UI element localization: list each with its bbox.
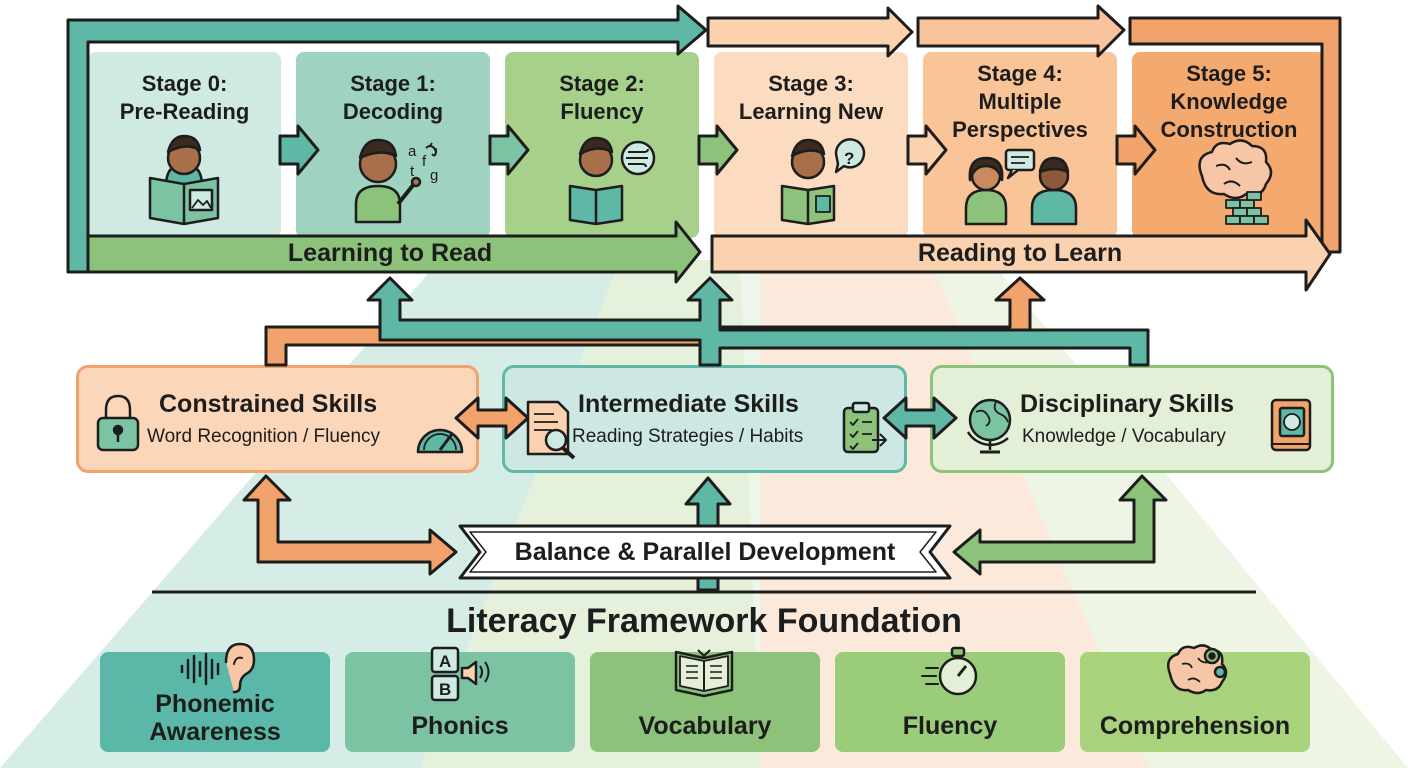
discussion-people-icon [964, 148, 1078, 226]
intermediate-skills-title: Intermediate Skills [578, 390, 799, 418]
open-book-icon [674, 649, 734, 698]
ear-soundwave-icon [180, 642, 256, 694]
phonics-letter-a: A [439, 652, 451, 671]
child-reading-icon [148, 134, 220, 226]
child-decoding-icon [354, 138, 438, 224]
pillar-comprehension-label: Comprehension [1099, 712, 1291, 740]
constrained-skills-title: Constrained Skills [159, 390, 378, 418]
checklist-icon [842, 401, 887, 454]
right-balance-arrow [952, 474, 1168, 576]
decoding-letter-f: f [422, 153, 427, 170]
top-arrow-learning-frame [66, 4, 708, 274]
lock-icon [96, 394, 140, 452]
balance-banner-inner [469, 531, 937, 573]
decoding-letter-a: a [408, 143, 417, 160]
pillar-phonics-label: Phonics [411, 712, 509, 740]
stage-arrow-1-2 [488, 124, 530, 176]
stage-arrow-0-1 [278, 124, 320, 176]
decoding-letter-t: t [410, 163, 415, 180]
child-fluency-icon [568, 136, 656, 226]
question-mark-icon: ? [844, 149, 854, 168]
stage-arrow-2-3 [697, 124, 739, 176]
constrained-intermediate-double-arrow [454, 396, 530, 440]
balance-banner [458, 524, 952, 580]
top-arrow-segment-3 [916, 4, 1126, 58]
teal-connector-arrow [366, 276, 1150, 367]
pillar-fluency-label: Fluency [902, 712, 998, 740]
child-learning-icon [780, 138, 866, 226]
stopwatch-icon [921, 646, 978, 696]
document-search-icon [526, 400, 576, 460]
pillar-fluency: Fluency [835, 652, 1065, 752]
foundation-title: Literacy Framework Foundation [446, 602, 962, 640]
book-icon [1270, 398, 1312, 452]
pillar-vocabulary-label: Vocabulary [638, 712, 772, 740]
intermediate-disciplinary-double-arrow [882, 396, 958, 440]
globe-icon [966, 398, 1012, 454]
reading-to-learn-label: Reading to Learn [917, 239, 1123, 267]
disciplinary-skills-title: Disciplinary Skills [1020, 390, 1234, 418]
ab-blocks-speaker-icon [430, 646, 490, 702]
reading-to-learn-arrow [710, 218, 1332, 292]
brain-gears-icon [1167, 644, 1228, 695]
phonics-letter-b: B [439, 680, 451, 699]
intermediate-skills-subtitle: Reading Strategies / Habits [572, 426, 804, 447]
top-arrow-segment-2 [706, 6, 914, 58]
disciplinary-skills-subtitle: Knowledge / Vocabulary [1022, 426, 1226, 447]
stage-1-title: Stage 1:Decoding [342, 71, 444, 124]
learning-to-read-label: Learning to Read [287, 239, 493, 267]
left-balance-arrow [242, 474, 458, 576]
balance-label: Balance & Parallel Development [514, 538, 896, 566]
speedometer-icon [416, 428, 464, 454]
learning-to-read-arrow [86, 220, 702, 284]
constrained-skills-subtitle: Word Recognition / Fluency [147, 426, 381, 447]
stage-0-title: Stage 0:Pre-Reading [119, 71, 250, 124]
stage-arrow-4-5 [1115, 124, 1157, 176]
pillar-phonics: Phonics [345, 652, 575, 752]
stage-arrow-3-4 [906, 124, 948, 176]
decoding-letter-g: g [430, 167, 438, 184]
stage-3-title: Stage 3:Learning New [738, 71, 884, 124]
constrained-skills-box: Constrained Skills Word Recognition / Fl… [76, 365, 479, 473]
intermediate-skills-box: Intermediate Skills Reading Strategies /… [502, 365, 907, 473]
stage-2-title: Stage 2:Fluency [559, 71, 645, 124]
brain-blocks-icon [1198, 139, 1273, 225]
